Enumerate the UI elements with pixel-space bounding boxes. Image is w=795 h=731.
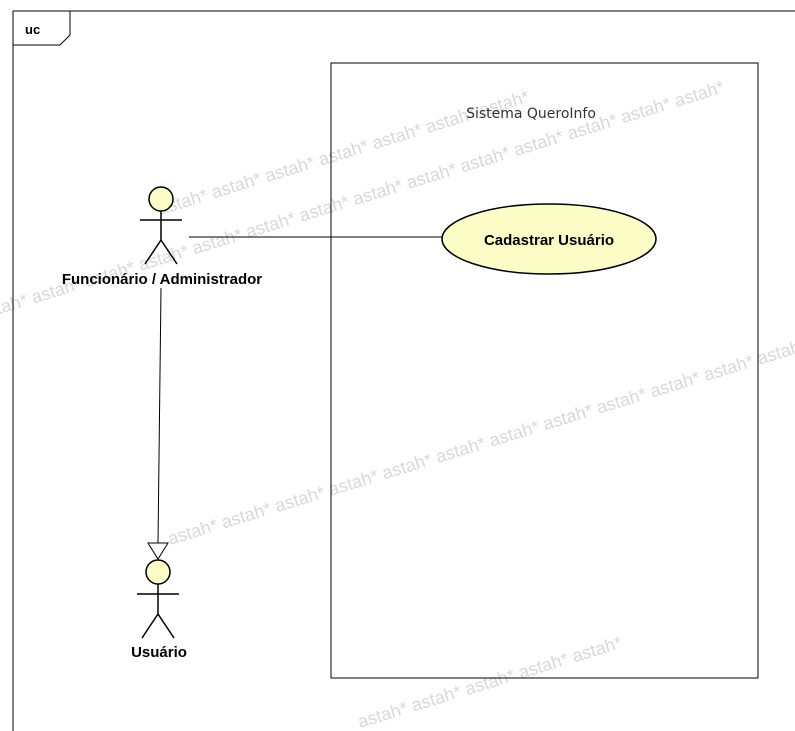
watermark-text: astah* astah* astah* astah* astah* astah… xyxy=(165,302,795,549)
actor-head xyxy=(145,559,171,585)
actor-funcionario-administrador[interactable]: Funcionário / Administrador xyxy=(62,186,262,288)
usecase-cadastrar-usuario[interactable]: Cadastrar Usuário xyxy=(441,203,657,275)
uc-frame: uc xyxy=(12,10,795,731)
system-title: Sistema QueroInfo xyxy=(466,106,596,122)
generalization-line[interactable] xyxy=(157,287,162,544)
actor-right-leg xyxy=(160,239,178,265)
actor-left-leg xyxy=(141,613,159,639)
system-boundary[interactable]: Sistema QueroInfo xyxy=(330,62,759,679)
actor-usuario[interactable]: Usuário xyxy=(131,559,187,661)
actor-label: Usuário xyxy=(131,644,187,661)
usecase-label: Cadastrar Usuário xyxy=(484,232,614,249)
watermark-text: astah* astah* astah* astah* astah* xyxy=(355,632,624,731)
frame-label: uc xyxy=(25,22,40,37)
generalization-relationship[interactable] xyxy=(147,287,169,560)
generalization-arrowhead xyxy=(147,542,169,560)
watermark-layer: astah* astah* astah* astah* astah* astah… xyxy=(0,77,795,731)
usecase-ellipse[interactable] xyxy=(441,203,657,275)
frame-label-tab xyxy=(13,11,71,46)
actor-right-leg xyxy=(157,613,175,639)
system-boundary-box[interactable] xyxy=(330,62,759,679)
actor-label: Funcionário / Administrador xyxy=(62,271,262,288)
actor-left-leg xyxy=(144,239,162,265)
actor-head xyxy=(148,186,174,212)
